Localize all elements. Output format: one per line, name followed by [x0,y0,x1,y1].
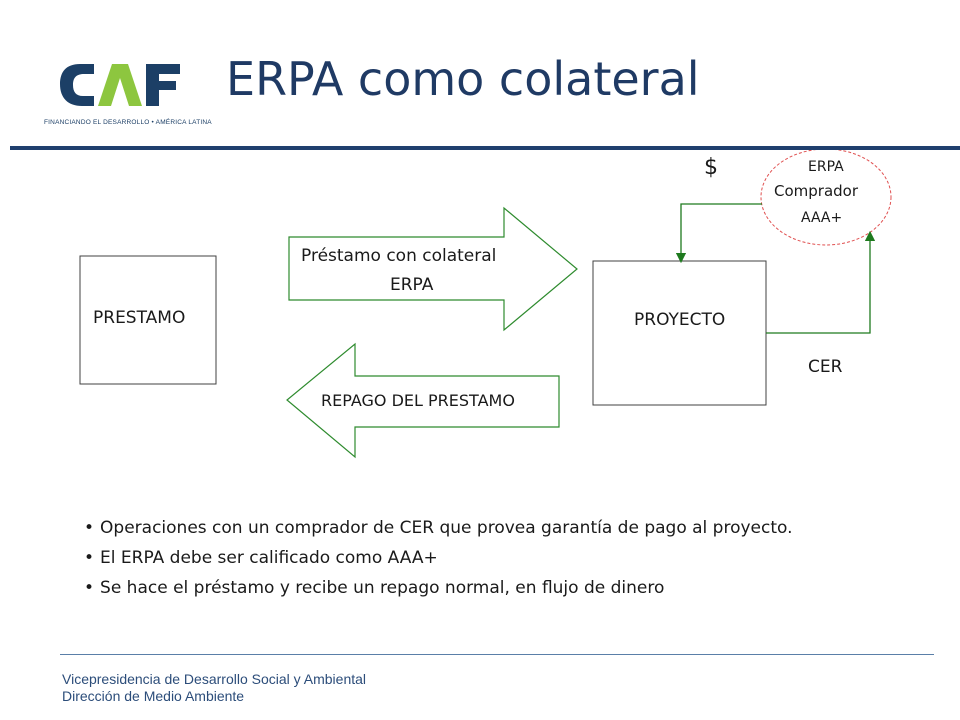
bullet-item: •El ERPA debe ser calificado como AAA+ [84,543,844,573]
buyer-ellipse [760,150,892,246]
bullet-dot: • [84,518,95,538]
prestamo-label: PRESTAMO [93,308,186,328]
bullet-text: El ERPA debe ser calificado como AAA+ [100,548,438,568]
loan-arrow-label-line1: Préstamo con colateral [301,246,497,266]
repay-arrow [286,342,560,459]
money-flow-line [675,203,762,264]
footer-line-1: Vicepresidencia de Desarrollo Social y A… [62,671,367,687]
bullet-text: Operaciones con un comprador de CER que … [100,518,793,538]
logo-tagline: FINANCIANDO EL DESARROLLO • AMÉRICA LATI… [44,119,212,126]
bullet-dot: • [84,548,95,568]
footer-divider [60,654,934,655]
bullet-dot: • [84,578,95,598]
collateral-diagram: PRESTAMO PROYECTO Préstamo con colateral… [0,150,960,480]
diagram-shapes [79,150,892,459]
cer-flow-line [766,230,876,334]
proyecto-box [592,260,767,406]
buyer-label-line3: AAA+ [801,210,843,226]
title-divider [10,146,960,150]
page-title: ERPA como colateral [226,52,700,106]
cer-label: CER [808,357,843,377]
footer-line-2: Dirección de Medio Ambiente [62,688,245,704]
buyer-label-line1: ERPA [808,159,844,175]
bullet-item: •Se hace el préstamo y recibe un repago … [84,573,844,603]
loan-arrow-label-line2: ERPA [390,275,434,295]
caf-logo: FINANCIANDO EL DESARROLLO • AMÉRICA LATI… [44,56,220,136]
repay-arrow-label: REPAGO DEL PRESTAMO [321,391,515,410]
bullet-text: Se hace el préstamo y recibe un repago n… [100,578,665,598]
money-label: $ [704,155,718,180]
footer: Vicepresidencia de Desarrollo Social y A… [62,671,366,705]
caf-logo-mark [60,64,180,106]
proyecto-label: PROYECTO [634,310,726,330]
bullet-list: •Operaciones con un comprador de CER que… [84,513,844,603]
bullet-item: •Operaciones con un comprador de CER que… [84,513,844,543]
prestamo-box [79,255,217,385]
loan-arrow [288,206,578,332]
buyer-label-line2: Comprador [774,182,859,200]
